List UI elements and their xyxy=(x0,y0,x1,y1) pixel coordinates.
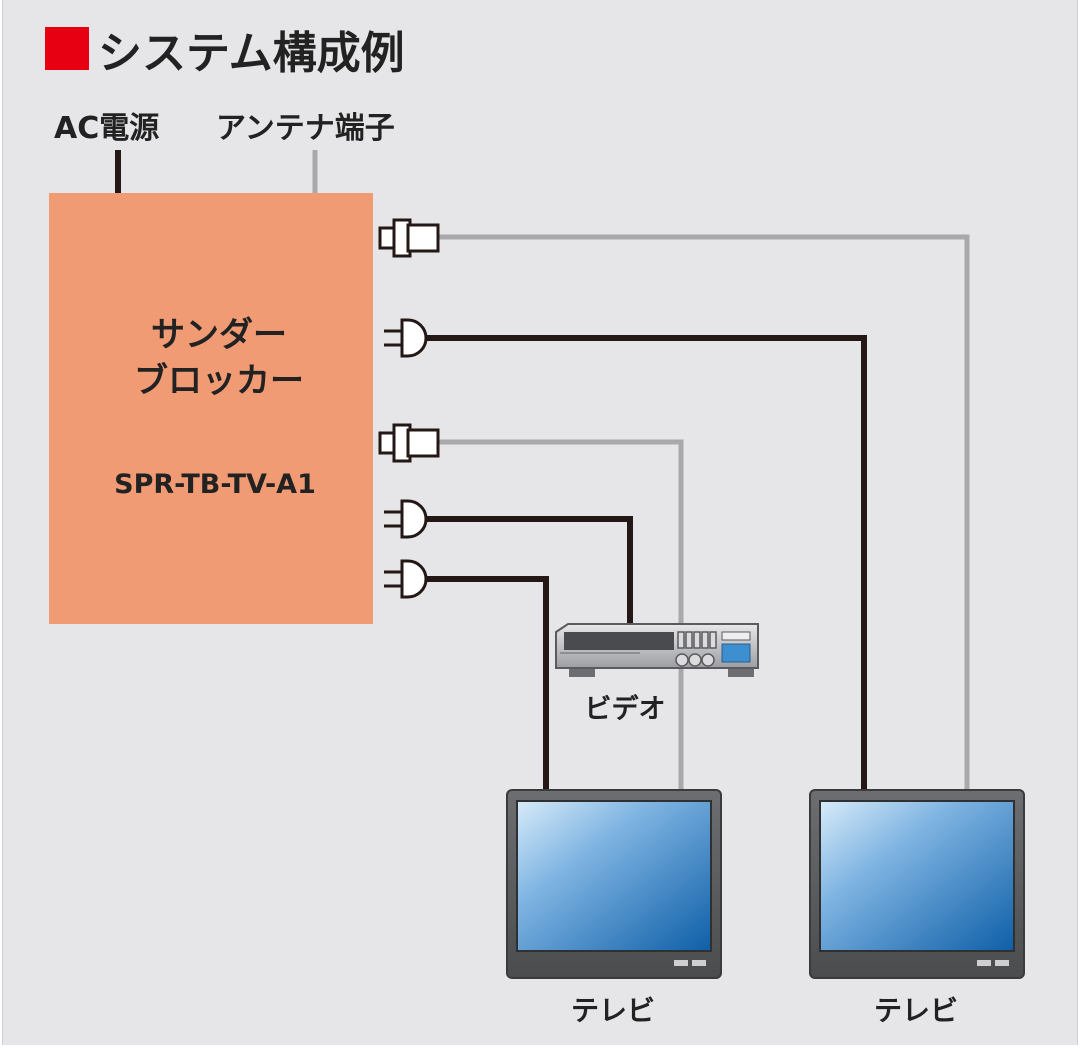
power-line-video xyxy=(422,516,633,626)
tv-left-label: テレビ xyxy=(571,994,655,1027)
power-line-tv-right xyxy=(422,335,867,793)
antenna-terminal-label: アンテナ端子 xyxy=(216,111,395,146)
device-model: SPR-TB-TV-A1 xyxy=(114,469,316,500)
power-line-tv-left xyxy=(422,576,549,793)
coax-connector-icon xyxy=(378,423,440,463)
ac-power-label: AC電源 xyxy=(54,111,159,146)
signal-line-tv-right xyxy=(438,234,970,793)
device-name-line2: ブロッカー xyxy=(134,361,304,401)
tv-left-icon xyxy=(506,789,722,979)
coax-connector-icon xyxy=(378,218,440,258)
signal-line-video-tv-left xyxy=(438,439,684,793)
tv-right-label: テレビ xyxy=(874,994,958,1027)
thunder-blocker-box xyxy=(49,193,373,624)
video-recorder-icon xyxy=(555,623,759,677)
device-name-line1: サンダー xyxy=(151,315,287,355)
tv-right-icon xyxy=(809,789,1025,979)
title-square-icon xyxy=(45,27,89,70)
power-plug-icon xyxy=(384,318,428,358)
power-plug-icon xyxy=(384,559,428,599)
diagram-title: システム構成例 xyxy=(98,28,405,79)
power-plug-icon xyxy=(384,499,428,539)
video-label: ビデオ xyxy=(585,693,666,725)
